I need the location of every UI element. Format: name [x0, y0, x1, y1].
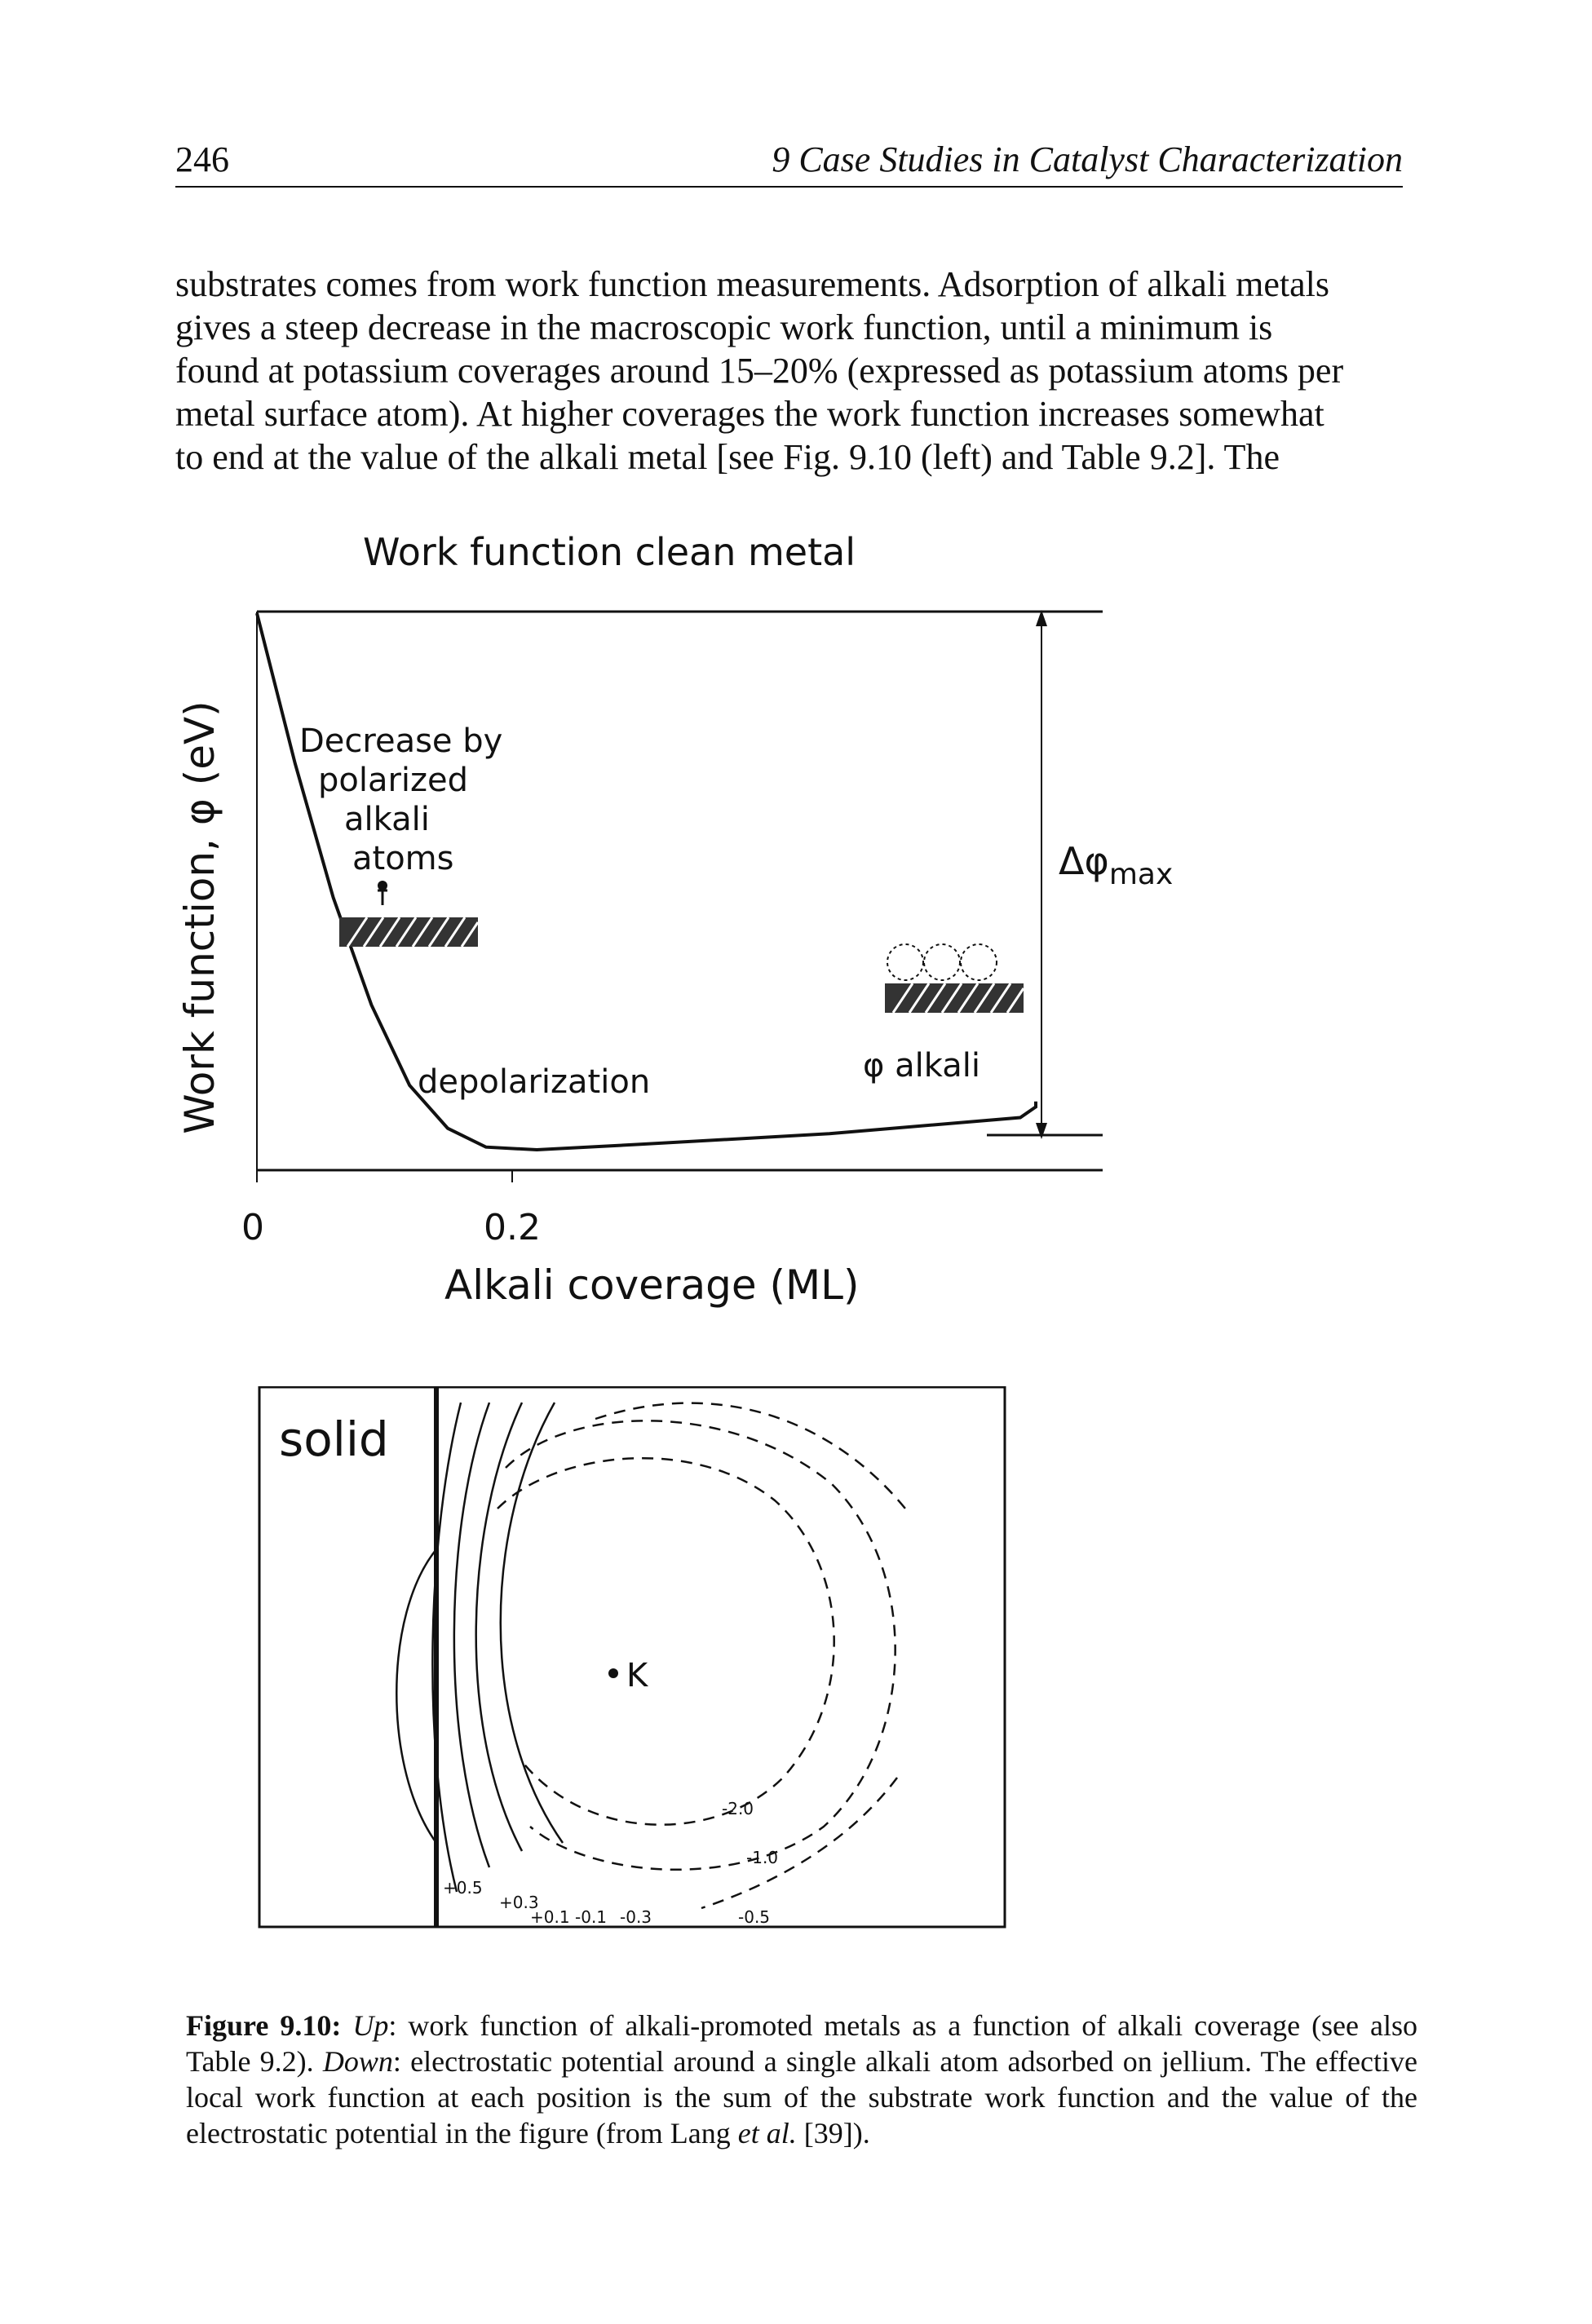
contour-positive-mid — [453, 1402, 491, 1868]
figure-caption: Figure 9.10: Up: work function of alkali… — [186, 2008, 1417, 2151]
contour-label-minus-1: -1.0 — [746, 1848, 778, 1867]
diagram-frame — [258, 1386, 1006, 1929]
caption-figure-ref: Figure 9.10: — [186, 2009, 342, 2042]
surface-potential-bulge — [396, 1549, 438, 1844]
contour-label-plus-0.1: +0.1 — [530, 1907, 570, 1927]
caption-up-text: : work function of alkali-promoted metal… — [186, 2009, 1418, 2078]
x-axis-label: Alkali coverage (ML) — [444, 1261, 860, 1309]
contour-minus-1 — [505, 1420, 896, 1871]
paragraph-line: to end at the value of the alkali metal … — [175, 437, 1280, 477]
running-title: 9 Case Studies in Catalyst Characterizat… — [772, 139, 1403, 179]
caption-up-label: Up — [352, 2009, 389, 2042]
hatched-substrate-left-icon — [339, 917, 480, 948]
paragraph-line: found at potassium coverages around 15–2… — [175, 351, 1344, 391]
contour-label-plus-0.3: +0.3 — [499, 1893, 539, 1912]
hatched-substrate-right-icon — [885, 983, 1025, 1014]
top-label: Work function clean metal — [363, 530, 856, 574]
potential-contour-diagram: solid K -2.0 -1.0 +0.5 +0.3 +0.1 -0.1 -0… — [258, 1386, 1006, 1929]
depolarization-label: depolarization — [418, 1063, 650, 1101]
y-axis-label: Work function, φ (eV) — [176, 700, 223, 1133]
x-tick-0: 0 — [241, 1207, 264, 1248]
contour-label-minus-0.5: -0.5 — [738, 1907, 770, 1927]
caption-etal: et al. — [737, 2117, 797, 2149]
decrease-annotation-line-1: Decrease by — [299, 722, 502, 760]
paragraph-line: metal surface atom). At higher coverages… — [175, 394, 1324, 434]
body-paragraph: substrates comes from work function meas… — [175, 263, 1403, 479]
delta-phi-max-label: Δφmax — [1059, 839, 1173, 891]
work-function-chart: Work function clean metal Work function,… — [176, 530, 1173, 1309]
potassium-atom-label: K — [626, 1657, 649, 1694]
paragraph-line: gives a steep decrease in the macroscopi… — [175, 307, 1273, 347]
contour-label-plus-0.5: +0.5 — [443, 1878, 483, 1898]
paragraph-line: substrates comes from work function meas… — [175, 264, 1330, 304]
contour-minus-0.5-lower — [701, 1777, 898, 1910]
delta-arrow-head-up — [1036, 610, 1047, 626]
page-number: 246 — [175, 139, 229, 179]
decrease-annotation-line-3: alkali — [344, 801, 430, 838]
contour-label-minus-0.1: -0.1 — [575, 1907, 607, 1927]
caption-down-text: : electrostatic potential around a singl… — [186, 2045, 1417, 2149]
contour-label-minus-2: -2.0 — [722, 1799, 754, 1818]
header-rule — [175, 186, 1403, 188]
potassium-atom-marker — [608, 1668, 618, 1678]
decrease-annotation-line-2: polarized — [318, 762, 468, 799]
contour-minus-2 — [497, 1456, 835, 1826]
contour-label-minus-0.3: -0.3 — [620, 1907, 652, 1927]
decrease-annotation-line-4: atoms — [352, 840, 453, 877]
delta-arrow-head-down — [1036, 1123, 1047, 1139]
solid-region-label: solid — [279, 1412, 389, 1467]
contour-positive-inner — [475, 1402, 524, 1852]
x-tick-0.2: 0.2 — [484, 1207, 541, 1248]
caption-down-label: Down — [322, 2045, 393, 2078]
alkali-atoms-icon — [887, 943, 997, 981]
contour-minus-0.5 — [595, 1402, 906, 1509]
contour-positive-outer — [431, 1402, 462, 1893]
phi-alkali-label: φ alkali — [863, 1047, 980, 1085]
caption-end-text: [39]). — [796, 2117, 870, 2149]
contour-positive-core — [499, 1402, 564, 1844]
work-function-curve — [255, 612, 1037, 1152]
adsorbed-atom-icon — [378, 881, 387, 905]
